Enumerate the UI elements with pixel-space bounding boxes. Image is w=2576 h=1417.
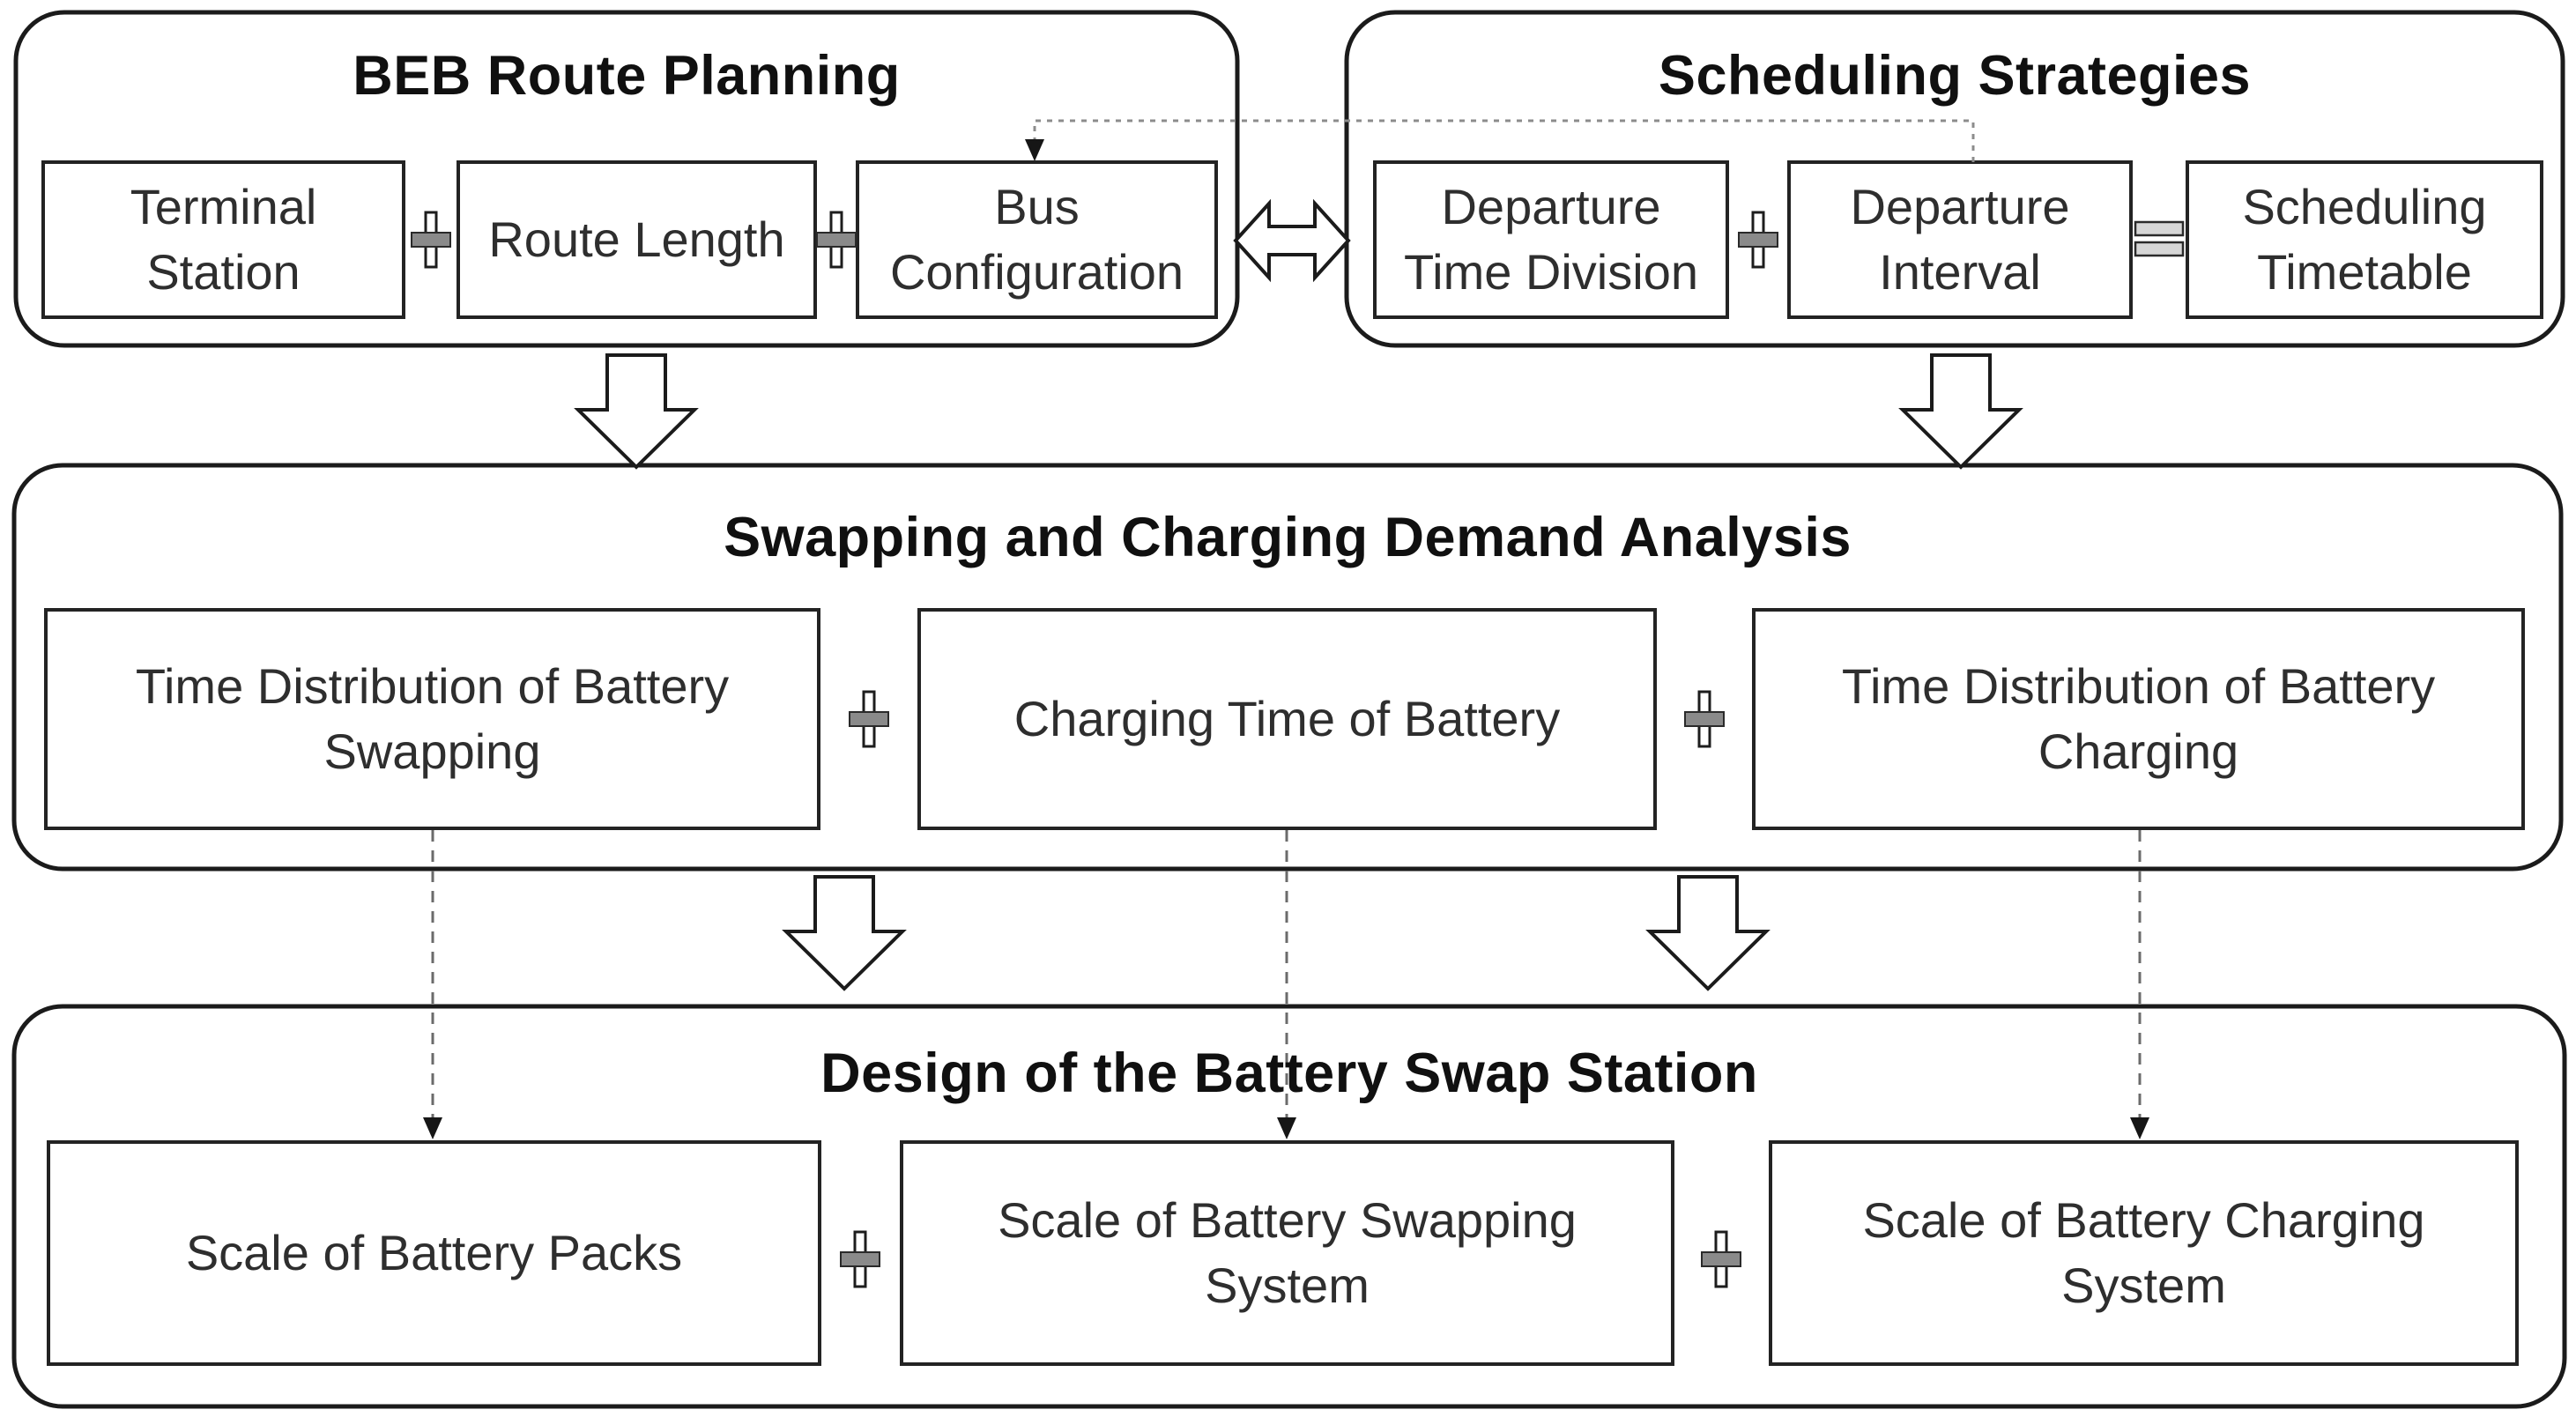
box-departure-time-division xyxy=(1373,160,1729,319)
label-time-distribution-charging: Time Distribution of Battery Charging xyxy=(1754,610,2523,828)
label-bus-configuration: Bus Configuration xyxy=(857,162,1216,317)
box-scale-charging-system xyxy=(1769,1140,2519,1366)
box-departure-interval xyxy=(1787,160,2133,319)
label-line: Scale of Battery Charging xyxy=(1862,1192,2425,1249)
down-arrow-analysis-to-design-right xyxy=(1648,875,1768,990)
label-line: Terminal xyxy=(130,179,317,235)
label-scale-charging-system: Scale of Battery Charging System xyxy=(1771,1142,2517,1364)
box-time-distribution-swapping xyxy=(44,608,820,830)
box-bus-configuration xyxy=(856,160,1218,319)
title-demand-analysis: Swapping and Charging Demand Analysis xyxy=(724,507,1852,568)
label-departure-time-division: Departure Time Division xyxy=(1375,162,1727,317)
label-route-length: Route Length xyxy=(458,162,815,317)
label-line: Scale of Battery Packs xyxy=(185,1225,683,1281)
box-route-length xyxy=(457,160,817,319)
label-scheduling-timetable: Scheduling Timetable xyxy=(2187,162,2542,317)
label-scale-swapping-system: Scale of Battery Swapping System xyxy=(902,1142,1673,1364)
label-scale-battery-packs: Scale of Battery Packs xyxy=(48,1142,820,1364)
label-line: Charging Time of Battery xyxy=(1013,691,1561,747)
double-arrow-routeplanning-scheduling xyxy=(1233,198,1351,283)
down-arrow-routeplanning-to-analysis xyxy=(576,353,696,469)
label-line: Departure xyxy=(1441,179,1661,235)
label-line: Time Distribution of Battery xyxy=(135,658,730,715)
label-line: Time Division xyxy=(1404,244,1698,300)
label-line: Scheduling xyxy=(2242,179,2487,235)
label-line: System xyxy=(1205,1257,1370,1313)
label-line: Configuration xyxy=(889,244,1184,300)
label-line: Time Distribution of Battery xyxy=(1841,658,2436,715)
label-time-distribution-swapping: Time Distribution of Battery Swapping xyxy=(46,610,819,828)
box-charging-time xyxy=(917,608,1657,830)
title-scheduling-strategies: Scheduling Strategies xyxy=(1658,45,2252,107)
box-terminal-station xyxy=(41,160,405,319)
label-line: Route Length xyxy=(488,211,785,268)
dashed-feedback-arrowhead-icon xyxy=(1025,139,1044,161)
down-arrow-analysis-to-design-left xyxy=(784,875,904,990)
label-departure-interval: Departure Interval xyxy=(1789,162,2131,317)
label-line: Interval xyxy=(1879,244,2041,300)
label-line: Station xyxy=(146,244,301,300)
label-line: System xyxy=(2061,1257,2226,1313)
label-line: Charging xyxy=(2038,723,2239,779)
label-line: Timetable xyxy=(2257,244,2472,300)
label-charging-time: Charging Time of Battery xyxy=(919,610,1655,828)
label-line: Bus xyxy=(994,179,1080,235)
box-time-distribution-charging xyxy=(1752,608,2525,830)
label-line: Scale of Battery Swapping xyxy=(998,1192,1577,1249)
dashed-arrowhead-swappingsystem-icon xyxy=(1277,1117,1296,1139)
dashed-arrowhead-packs-icon xyxy=(423,1117,442,1139)
box-scheduling-timetable xyxy=(2186,160,2543,319)
label-line: Departure xyxy=(1850,179,2070,235)
label-line: Swapping xyxy=(323,723,541,779)
down-arrow-scheduling-to-analysis xyxy=(1901,353,2021,469)
box-scale-battery-packs xyxy=(47,1140,821,1366)
box-scale-swapping-system xyxy=(900,1140,1674,1366)
dashed-arrowhead-chargingsystem-icon xyxy=(2130,1117,2149,1139)
title-station-design: Design of the Battery Swap Station xyxy=(820,1042,1758,1104)
label-terminal-station: Terminal Station xyxy=(43,162,404,317)
title-beb-route-planning: BEB Route Planning xyxy=(353,45,901,107)
